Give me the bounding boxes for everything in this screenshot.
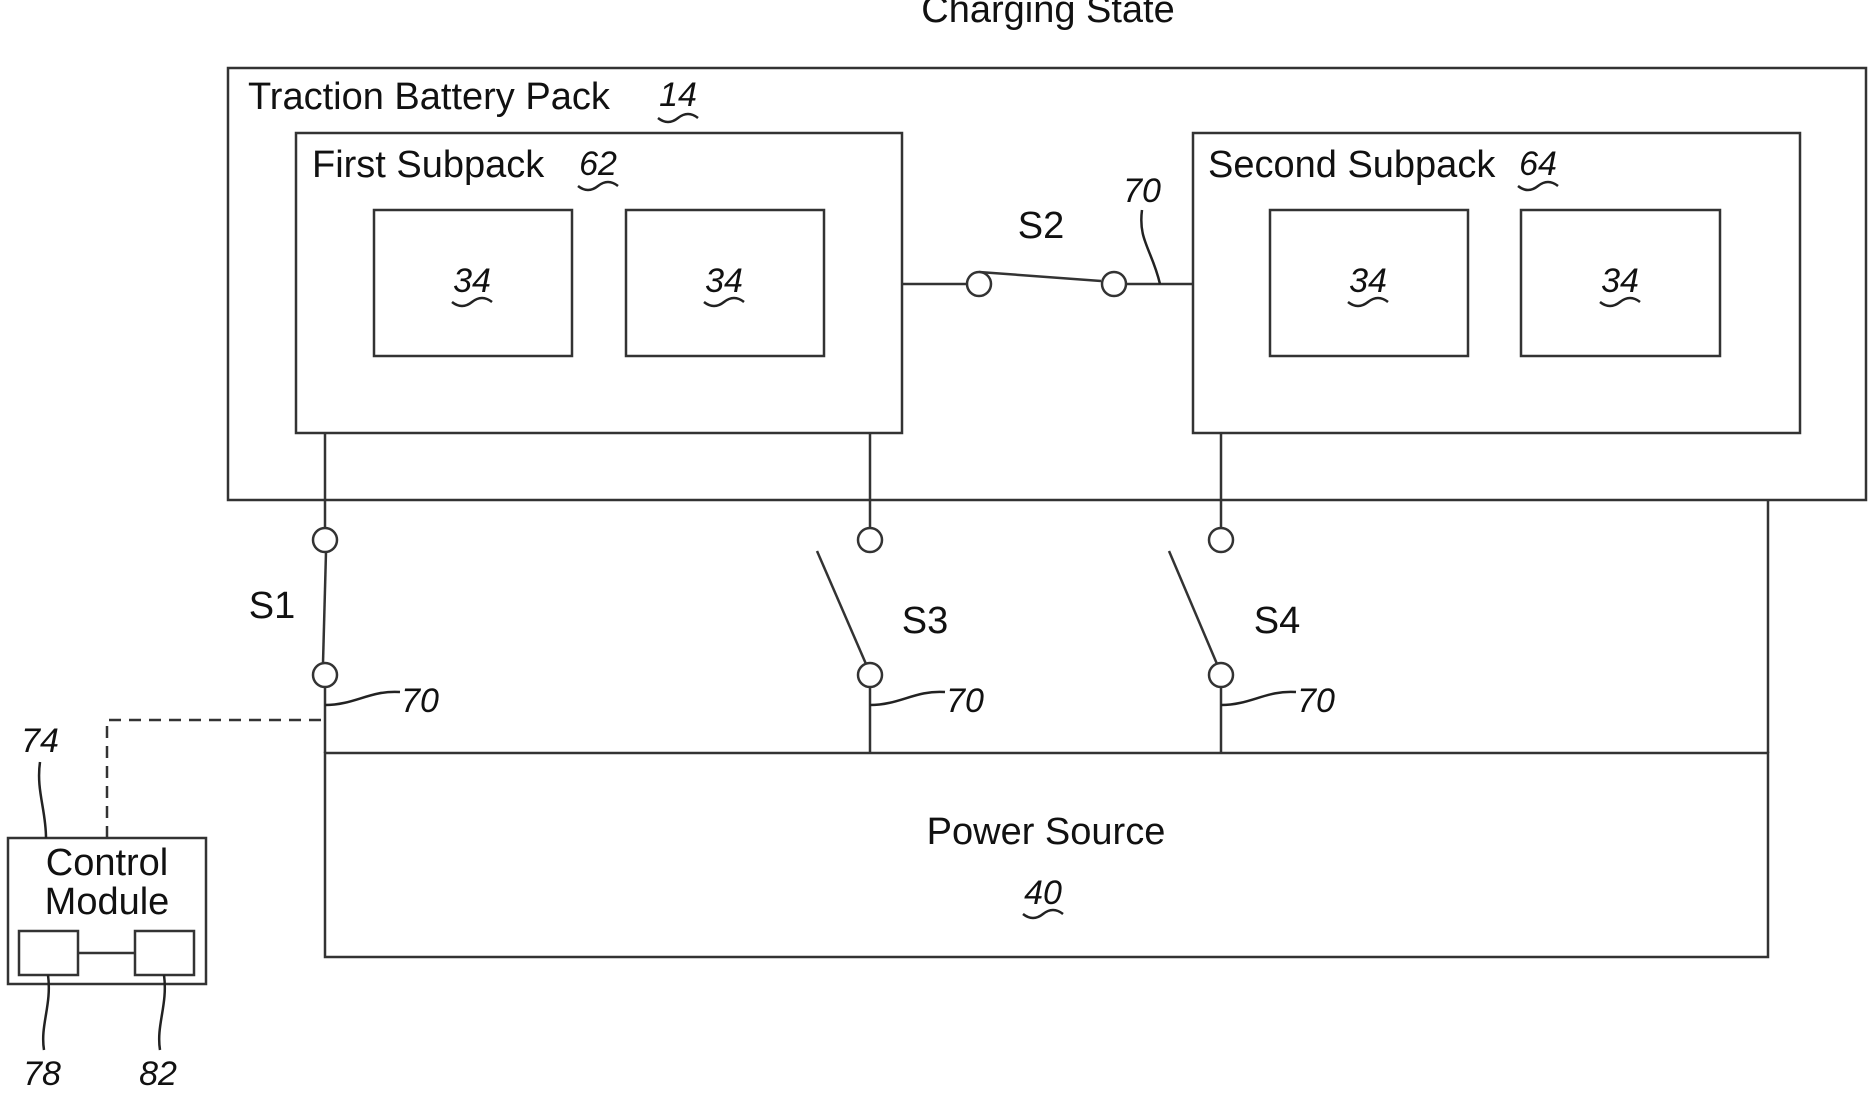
s1-ref: 70 (401, 682, 439, 720)
s4-leader (1221, 692, 1296, 705)
control-module-ref: 74 (21, 722, 59, 760)
second-subpack-cell-2-ref: 34 (1601, 262, 1639, 300)
s1-leader (325, 692, 400, 705)
s2-ref: 70 (1123, 172, 1161, 210)
s4-upper-terminal (1209, 528, 1233, 552)
sub-block-right-leader (159, 975, 165, 1050)
first-subpack-cell-1-ref: 34 (453, 262, 491, 300)
control-module-sub-block-left (19, 931, 78, 975)
s3-ref: 70 (946, 682, 984, 720)
s4-ref: 70 (1297, 682, 1335, 720)
s2-label: S2 (1018, 205, 1064, 247)
traction-battery-pack-ref: 14 (659, 76, 697, 114)
diagram-title: Charging State (921, 0, 1175, 31)
s3-blade (817, 551, 866, 664)
s1-blade (323, 552, 326, 663)
control-module-sub-block-right (135, 931, 194, 975)
s1-upper-terminal (313, 528, 337, 552)
first-subpack-cell-2-ref: 34 (705, 262, 743, 300)
first-subpack-ref: 62 (579, 145, 617, 183)
s3-leader (870, 692, 945, 705)
control-module-label-line2: Module (45, 881, 170, 923)
s4-lower-terminal (1209, 663, 1233, 687)
s3-label: S3 (902, 600, 948, 642)
sub-block-left-leader (43, 975, 49, 1050)
s2-right-terminal (1102, 272, 1126, 296)
control-module-label-line1: Control (46, 842, 169, 884)
s4-blade (1169, 551, 1217, 664)
s4-label: S4 (1254, 600, 1300, 642)
first-subpack-label: First Subpack (312, 144, 545, 186)
s1-label: S1 (249, 585, 295, 627)
power-source-box (325, 753, 1768, 957)
second-subpack-cell-1-ref: 34 (1349, 262, 1387, 300)
power-source-ref: 40 (1024, 874, 1062, 912)
s2-left-terminal (967, 272, 991, 296)
s3-upper-terminal (858, 528, 882, 552)
s3-lower-terminal (858, 663, 882, 687)
control-module-leader (39, 762, 46, 838)
sub-block-right-ref: 82 (139, 1055, 177, 1093)
traction-battery-pack-label: Traction Battery Pack (248, 76, 611, 118)
second-subpack-label: Second Subpack (1208, 144, 1496, 186)
s1-lower-terminal (313, 663, 337, 687)
sub-block-left-ref: 78 (23, 1055, 61, 1093)
power-source-label: Power Source (927, 811, 1166, 853)
control-signal-dashed-line (107, 720, 325, 838)
second-subpack-ref: 64 (1519, 145, 1557, 183)
